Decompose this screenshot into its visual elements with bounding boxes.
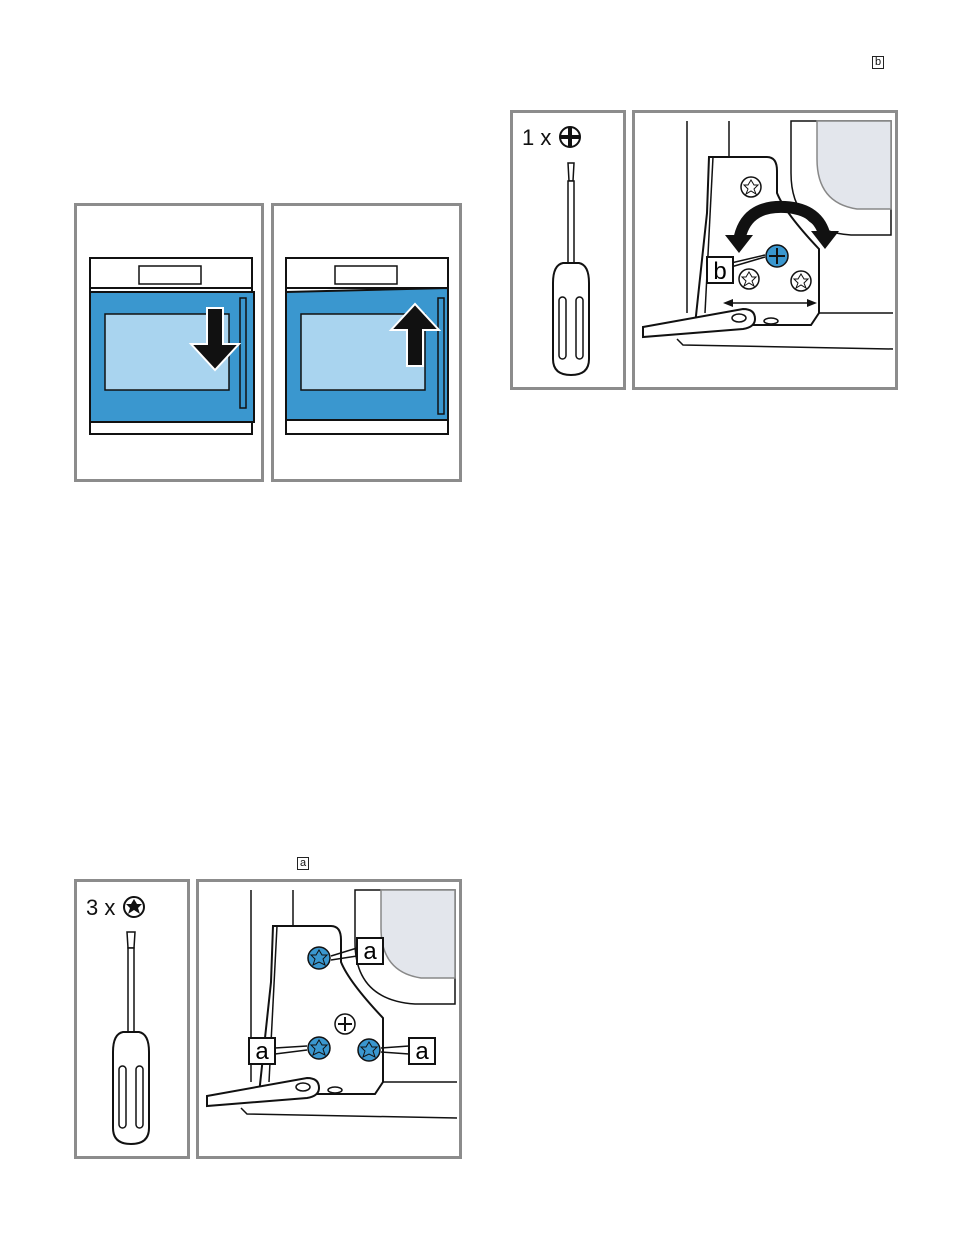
oven-illustration xyxy=(285,257,449,435)
oven-handle xyxy=(437,297,445,415)
screw-torx-top xyxy=(307,946,331,970)
screw-torx-right xyxy=(357,1038,381,1062)
callout-a-top: a xyxy=(363,938,377,965)
phillips-icon xyxy=(559,126,581,148)
tool-panel-torx: 3 x xyxy=(74,879,190,1159)
hinge-adjust-panel: b xyxy=(632,110,898,390)
oven-display xyxy=(138,265,202,285)
rotate-both-ways-icon xyxy=(725,200,839,253)
screw-torx-top xyxy=(740,176,762,198)
oven-handle xyxy=(239,297,247,409)
left-right-icon xyxy=(723,299,817,307)
figure-reference-marker-b: b xyxy=(872,56,885,69)
hinge-illustration: a a a xyxy=(206,889,458,1119)
callout-a-left: a xyxy=(255,1038,269,1065)
screw-phillips-center xyxy=(334,1013,356,1035)
callout-b-box xyxy=(706,256,734,284)
tool-panel-phillips: 1 x xyxy=(510,110,626,390)
callout-a-right: a xyxy=(415,1038,429,1065)
oven-door-upper-panel xyxy=(271,203,462,482)
oven-display xyxy=(334,265,398,285)
screw-torx-left xyxy=(307,1036,331,1060)
screwdriver-illustration xyxy=(112,896,150,1146)
callout-b: b xyxy=(713,258,726,285)
screw-torx-right xyxy=(790,270,812,292)
figure-reference-marker-a: a xyxy=(297,857,310,870)
arrow-down-icon xyxy=(188,307,242,372)
tool-count-label: 1 x xyxy=(522,125,552,150)
oven-illustration xyxy=(89,257,255,435)
arrow-up-icon xyxy=(388,302,442,367)
oven-door-lower-panel xyxy=(74,203,264,482)
screw-torx-left xyxy=(738,268,760,290)
hinge-screws-panel: a a a xyxy=(196,879,462,1159)
torx-icon xyxy=(123,896,145,918)
tool-count-label: 3 x xyxy=(86,895,116,920)
hinge-illustration: b xyxy=(642,120,894,350)
screwdriver-illustration xyxy=(552,126,590,377)
screw-phillips-adjust xyxy=(765,244,789,268)
